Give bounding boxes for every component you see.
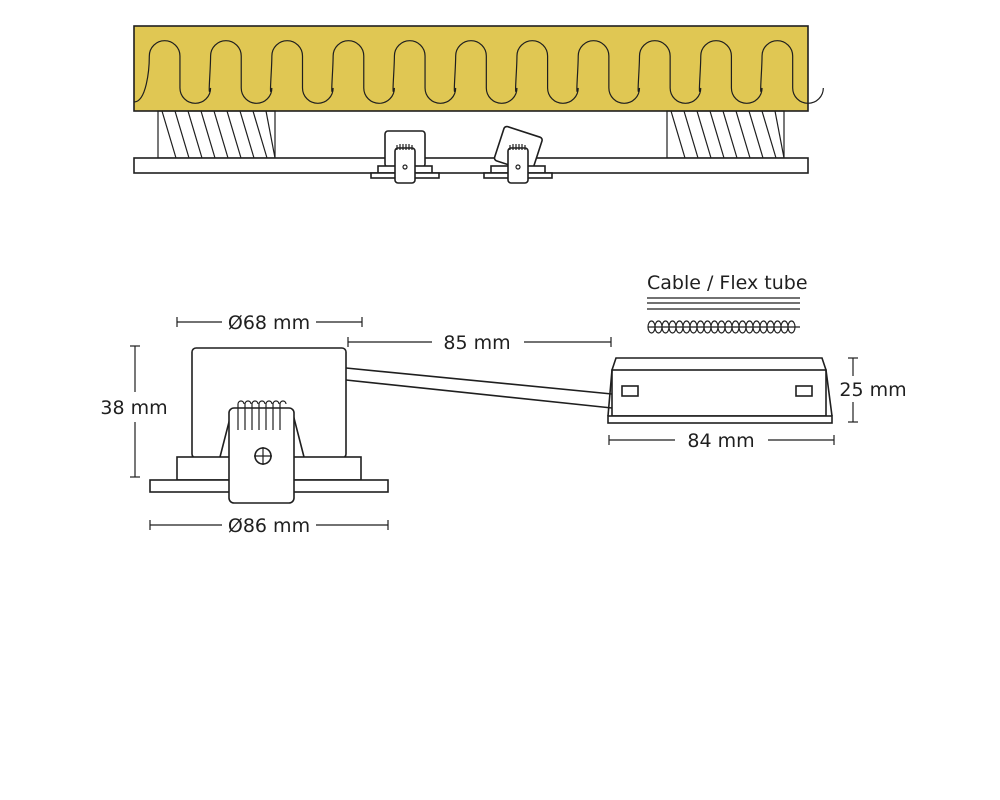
downlight-fixture-tilted: [483, 125, 553, 184]
dim-driver-height: 25 mm: [839, 379, 906, 401]
left-joist: [157, 110, 276, 159]
hatch-line: [252, 110, 268, 159]
connecting-cable: [345, 367, 613, 409]
hatch-line: [239, 110, 255, 159]
cable-flex-legend: Cable / Flex tube: [647, 272, 808, 334]
hatch-line: [683, 110, 699, 159]
downlight-fixture-straight: [370, 130, 440, 184]
dimension-cable-length: 85 mm: [347, 332, 612, 354]
ceiling-board: [133, 157, 809, 174]
dimension-height: 38 mm: [100, 345, 168, 478]
dim-height: 38 mm: [100, 397, 167, 419]
hatch-line: [187, 110, 203, 159]
driver-box: [607, 357, 833, 424]
hatch-line: [735, 110, 751, 159]
hatch-line: [174, 110, 190, 159]
dimension-driver-height: 25 mm: [839, 357, 907, 423]
dimension-inner-diameter: Ø68 mm: [176, 312, 363, 334]
hatch-line: [774, 110, 785, 159]
dim-outer-diameter: Ø86 mm: [228, 515, 310, 537]
flex-tube-symbol: [647, 320, 800, 334]
hatch-line: [722, 110, 738, 159]
cable-flex-label: Cable / Flex tube: [647, 272, 808, 294]
driver-terminal-right: [795, 385, 813, 397]
driver-terminal-left: [621, 385, 639, 397]
dimension-outer-diameter: Ø86 mm: [149, 515, 389, 537]
hatch-line: [748, 110, 764, 159]
hatch-line: [709, 110, 725, 159]
insulation-pattern: [133, 40, 824, 104]
hatch-line: [161, 110, 177, 159]
hatch-line: [265, 110, 276, 159]
hatch-line: [200, 110, 216, 159]
insulation-block: [133, 25, 809, 112]
right-joist: [666, 110, 785, 159]
dimension-driver-width: 84 mm: [608, 430, 835, 452]
spring-coils: [237, 400, 287, 430]
dim-cable-length: 85 mm: [443, 332, 510, 354]
adjust-screw: [254, 447, 272, 465]
hatch-line: [670, 110, 686, 159]
hatch-line: [213, 110, 229, 159]
dim-driver-width: 84 mm: [687, 430, 754, 452]
ceiling-section: [133, 25, 824, 184]
dim-inner-diameter: Ø68 mm: [228, 312, 310, 334]
fixture-drawing: Cable / Flex tube Ø68 mm Ø86 mm: [100, 272, 906, 537]
hatch-line: [226, 110, 242, 159]
hatch-line: [761, 110, 777, 159]
hatch-line: [696, 110, 712, 159]
